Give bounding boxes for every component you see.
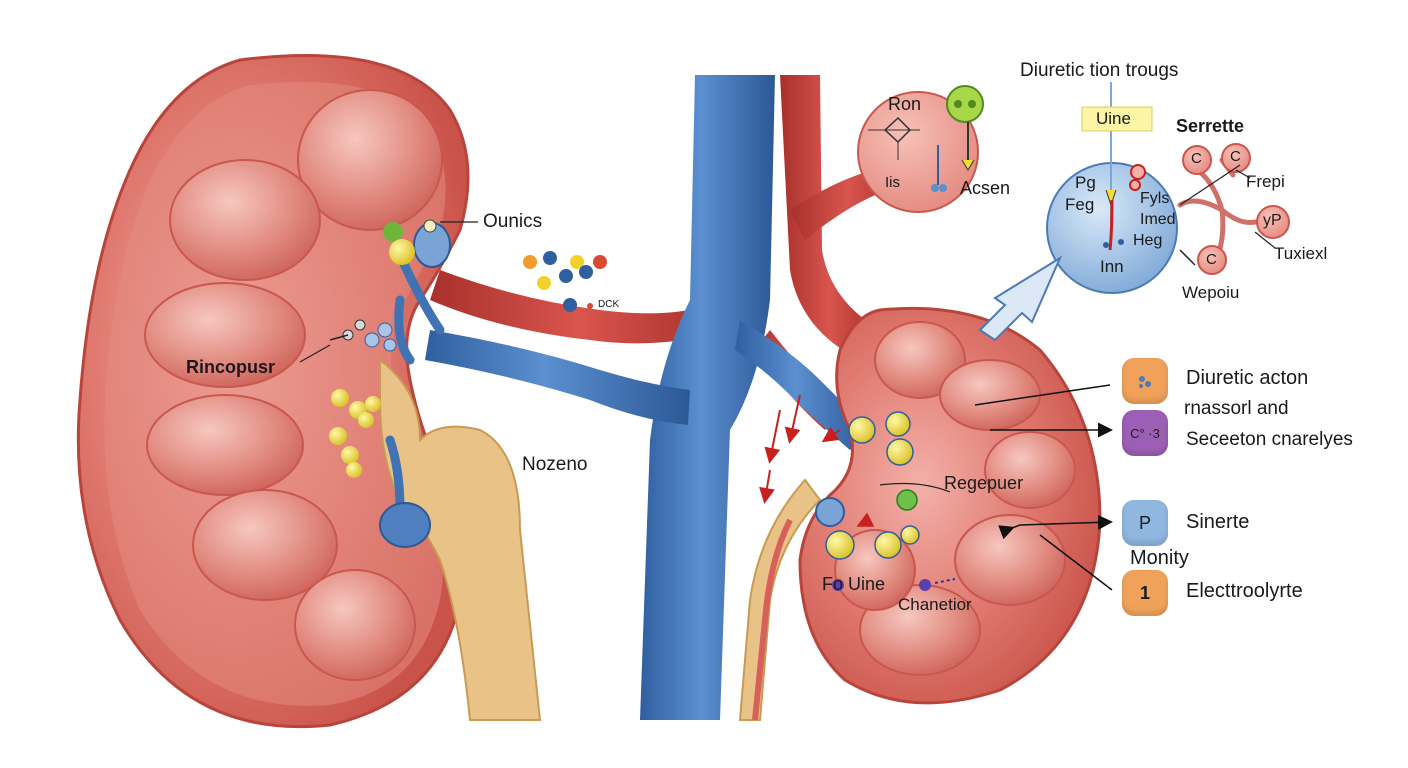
legend-badge-diuretic [1122,358,1168,404]
fyls-label: Fyls [1140,190,1170,207]
frepi-label: Frepi [1246,172,1285,191]
molecule-cluster [523,251,607,312]
legend-badge-electrolyte: 1 [1122,570,1168,616]
right-kidney [738,306,1102,721]
serrette-label: Serrette [1176,116,1245,136]
regepuer-leader [879,482,951,493]
legend-badge-secretion: C° ·3 [1122,410,1168,456]
legend-text-secretion: Seceeton cnarelyes [1186,429,1353,450]
legend-text-sinerte: Sinerte [1186,511,1250,533]
imed-label: Imed [1140,211,1176,228]
heg-label: Heg [1133,232,1163,249]
fo-uine-label: Fo Uine [822,574,886,594]
wepoiu-label: Wepoiu [1182,283,1240,302]
left-kidney [76,54,542,729]
inset-circle-pink [857,85,984,213]
legend-text-electrolyte: Electtroolyrte [1186,580,1303,602]
acsen-label: Acsen [960,178,1011,198]
ron-label: Ron [888,94,922,114]
c-node-1: C [1191,150,1202,167]
legend-text-massorl: rnassorl and [1184,398,1289,419]
diagram-title: Diuretic tion trougs [1020,60,1179,81]
c-node-2: C [1230,148,1241,165]
rincopusr-leader [299,344,331,363]
chanetior-label: Chanetior [898,595,972,614]
pg-label: Pg [1075,173,1096,192]
legend-badge-sinerte: P [1122,500,1168,546]
nozeno-label: Nozeno [522,454,588,475]
inset-circle-blue [1046,82,1196,294]
serrette-molecule [1177,143,1290,275]
legend-text-monity: Monity [1130,547,1189,569]
tuxiexl-label: Tuxiexl [1274,244,1328,263]
molecule-tag: DCK [598,299,620,310]
yp-node: yP [1263,212,1282,229]
rincopusr-label: Rincopusr [186,357,276,377]
leader-lines [974,164,1241,591]
iis-label: Iis [885,174,900,191]
regepuer-label: Regepuer [944,473,1024,493]
dots-icon [1139,376,1151,388]
ounics-label: Ounics [483,211,543,232]
legend-text-diuretic: Diuretic acton [1186,367,1309,389]
uine-box-label: Uine [1096,109,1131,128]
feg-label: Feg [1065,195,1095,214]
c-node-3: C [1206,251,1217,268]
uine-box [1081,106,1153,132]
inn-label: Inn [1100,257,1124,276]
vena-cava [425,75,870,720]
pointer-arrow [978,255,1063,342]
